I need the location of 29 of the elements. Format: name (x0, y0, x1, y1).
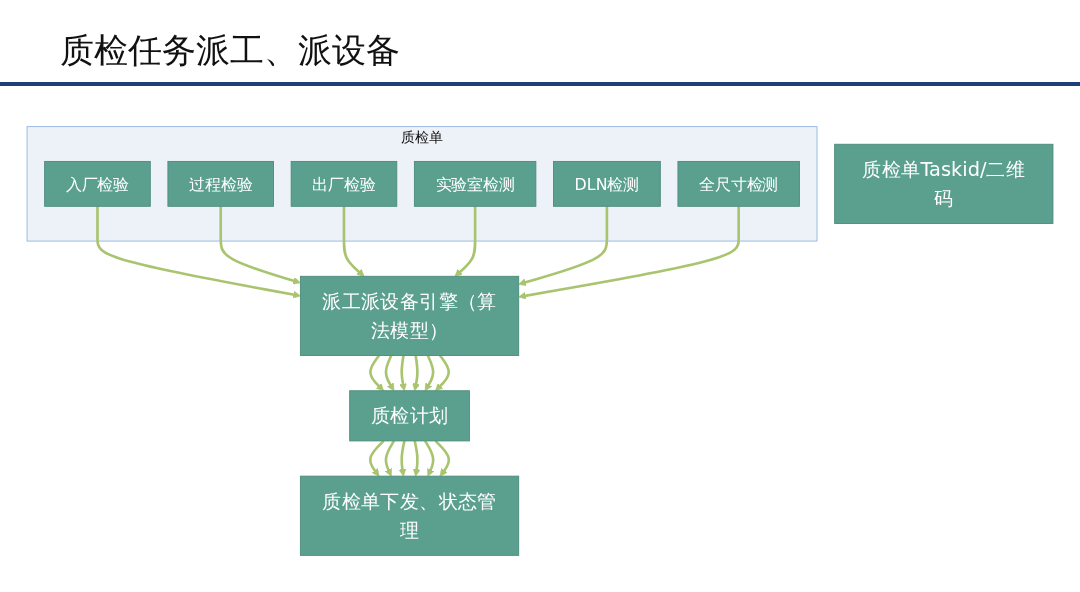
arrow (435, 354, 451, 392)
node-box: 派工派设备引擎（算法模型） (299, 275, 520, 356)
node-box: 过程检验 (167, 160, 274, 207)
node-box: DLN检测 (553, 160, 661, 207)
arrow (398, 440, 407, 477)
node-box: 出厂检验 (290, 160, 398, 207)
arrow (423, 440, 435, 477)
node-box: 全尺寸检测 (677, 160, 800, 207)
arrow (399, 355, 407, 392)
arrow (369, 439, 385, 477)
arrow (518, 206, 740, 300)
node-box: 实验室检测 (413, 160, 537, 207)
node-box: 入厂检验 (44, 160, 151, 207)
arrow (412, 440, 421, 477)
arrow (96, 206, 301, 299)
arrow (369, 354, 385, 392)
arrow (219, 206, 301, 285)
arrow (434, 439, 451, 477)
node-box: 质检单下发、状态管理 (299, 475, 520, 556)
node-box: 质检计划 (349, 390, 470, 442)
slide-title: 质检任务派工、派设备 (60, 29, 400, 72)
arrow (454, 206, 477, 277)
arrow (518, 206, 609, 287)
arrow (412, 355, 420, 392)
node-box: 质检单Taskid/二维码 (834, 143, 1054, 224)
arrow (384, 354, 395, 392)
arrow (424, 354, 435, 392)
arrow (342, 206, 365, 277)
arrow (384, 440, 396, 477)
